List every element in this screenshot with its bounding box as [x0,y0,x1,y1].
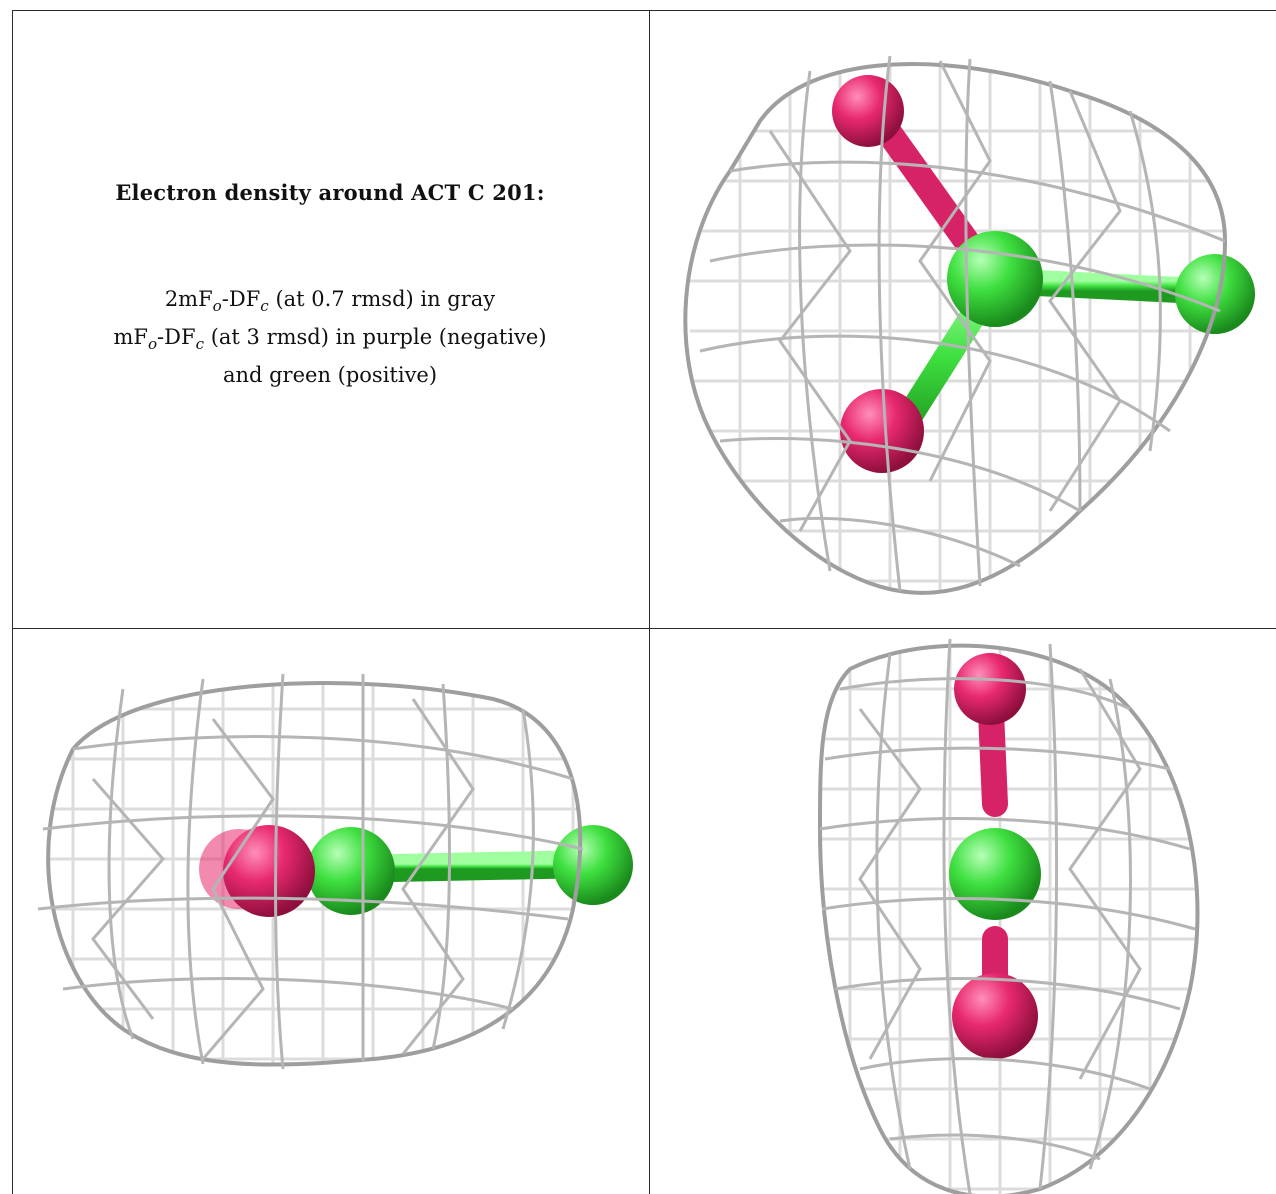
density-view-top-right [650,11,1276,628]
molecule-mesh-icon [817,638,1200,1194]
molecule-mesh-icon [37,673,633,1070]
caption-line-gray: 2mFo-DFc (at 0.7 rmsd) in gray [164,287,496,316]
table-border-top [12,10,1276,11]
caption-title: Electron density around ACT C 201: [115,180,545,205]
caption-line-green: and green (positive) [222,363,438,388]
caption-cell: Electron density around ACT C 201: 2mFo-… [12,12,648,627]
table-divider-horizontal [12,628,1276,629]
caption-body: 2mFo-DFc (at 0.7 rmsd) in gray mFo-DFc (… [12,284,648,391]
table-border-left [12,10,13,1194]
density-view-bottom-left [13,629,649,1194]
caption-line-purple: mFo-DFc (at 3 rmsd) in purple (negative) [113,325,547,354]
molecule-mesh-icon [683,55,1255,595]
density-view-bottom-right [650,629,1276,1194]
table-divider-vertical [649,10,650,1194]
